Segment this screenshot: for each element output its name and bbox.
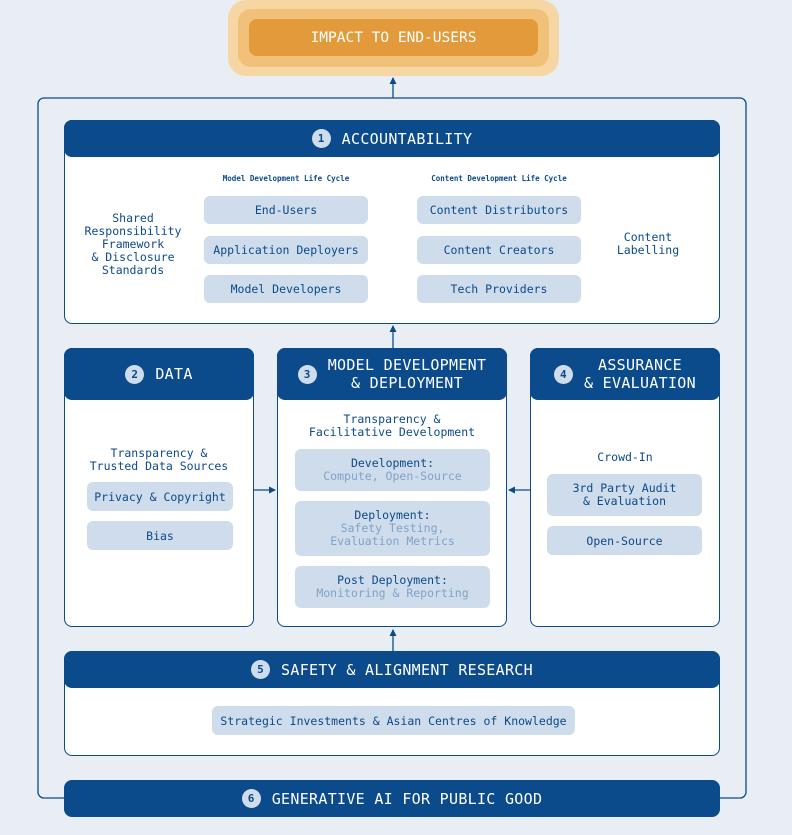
- accountability-header: 1 ACCOUNTABILITY: [64, 120, 720, 157]
- accountability-number: 1: [311, 129, 331, 148]
- impact-label: IMPACT TO END-USERS: [310, 29, 477, 46]
- model-dev-header: 3 MODEL DEVELOPMENT & DEPLOYMENT: [277, 348, 507, 400]
- end-users-pill: End-Users: [204, 196, 368, 224]
- model-dev-number: 3: [297, 364, 317, 384]
- third-party-audit-pill: 3rd Party Audit & Evaluation: [547, 474, 702, 516]
- assurance-number: 4: [554, 364, 573, 384]
- safety-number: 5: [251, 660, 271, 679]
- bias-pill: Bias: [87, 521, 233, 550]
- model-cycle-title: Model Development Life Cycle: [222, 174, 350, 183]
- deployment-pill: Deployment: Safety Testing, Evaluation M…: [295, 501, 490, 556]
- deployment-label: Deployment:: [354, 508, 431, 522]
- data-subtitle: Transparency & Trusted Data Sources: [89, 446, 229, 473]
- accountability-title: ACCOUNTABILITY: [341, 129, 473, 148]
- development-label: Development:: [350, 456, 435, 470]
- data-title: DATA: [155, 365, 193, 383]
- development-sub: Compute, Open-Source: [323, 469, 462, 483]
- assurance-header: 4 ASSURANCE & EVALUATION: [530, 348, 720, 400]
- post-deployment-label: Post Deployment:: [337, 573, 448, 587]
- public-good-header: 6 GENERATIVE AI FOR PUBLIC GOOD: [64, 780, 720, 817]
- post-deployment-sub: Monitoring & Reporting: [316, 586, 469, 600]
- impact-badge: IMPACT TO END-USERS: [249, 19, 538, 56]
- content-cycle-title: Content Development Life Cycle: [431, 174, 567, 183]
- strategic-investments-pill: Strategic Investments & Asian Centres of…: [212, 706, 575, 735]
- content-creators-pill: Content Creators: [417, 236, 581, 264]
- model-dev-title: MODEL DEVELOPMENT & DEPLOYMENT: [327, 356, 487, 392]
- assurance-title: ASSURANCE & EVALUATION: [584, 356, 696, 392]
- content-labelling-text: Content Labelling: [616, 230, 680, 257]
- model-developers-pill: Model Developers: [204, 275, 368, 303]
- safety-title: SAFETY & ALIGNMENT RESEARCH: [281, 660, 533, 679]
- safety-header: 5 SAFETY & ALIGNMENT RESEARCH: [64, 651, 720, 688]
- tech-providers-pill: Tech Providers: [417, 275, 581, 303]
- data-number: 2: [125, 364, 145, 384]
- content-distributors-pill: Content Distributors: [417, 196, 581, 224]
- public-good-title: GENERATIVE AI FOR PUBLIC GOOD: [271, 789, 543, 808]
- deployment-sub: Safety Testing, Evaluation Metrics: [330, 521, 455, 548]
- application-deployers-pill: Application Deployers: [204, 236, 368, 264]
- development-pill: Development: Compute, Open-Source: [295, 449, 490, 491]
- assurance-subtitle: Crowd-In: [597, 450, 653, 464]
- post-deployment-pill: Post Deployment: Monitoring & Reporting: [295, 566, 490, 608]
- open-source-pill: Open-Source: [547, 526, 702, 555]
- shared-responsibility-text: Shared Responsibility Framework & Disclo…: [84, 211, 182, 277]
- model-dev-subtitle: Transparency & Facilitative Development: [308, 412, 476, 439]
- data-header: 2 DATA: [64, 348, 254, 400]
- public-good-number: 6: [241, 789, 261, 808]
- privacy-copyright-pill: Privacy & Copyright: [87, 482, 233, 511]
